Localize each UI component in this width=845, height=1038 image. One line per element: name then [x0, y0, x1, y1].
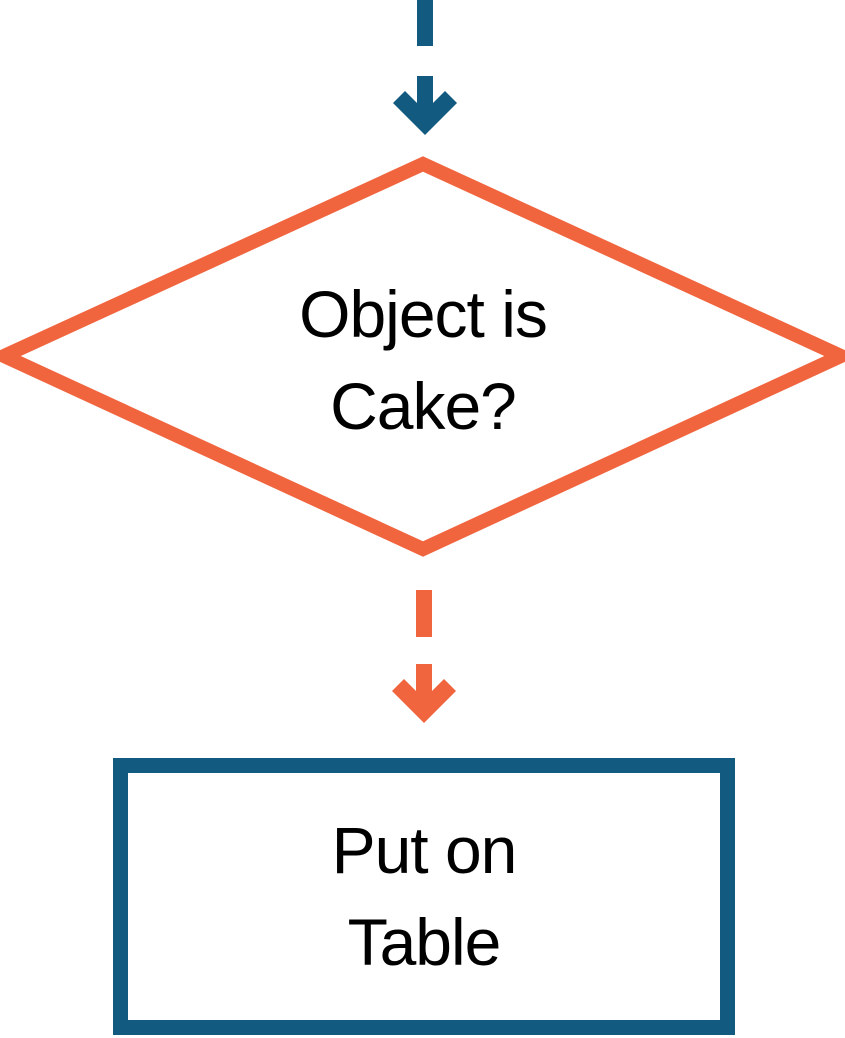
connector-arrow-dash-icon [416, 590, 432, 637]
decision-diamond [0, 156, 845, 557]
incoming-arrow-stem-icon [417, 76, 433, 116]
connector-arrow-stem-icon [416, 664, 432, 704]
incoming-arrow-dash-icon [417, 0, 433, 46]
action-rectangle [113, 758, 735, 1035]
incoming-arrow-head-icon [393, 91, 457, 135]
connector-arrow-head-icon [392, 679, 456, 723]
